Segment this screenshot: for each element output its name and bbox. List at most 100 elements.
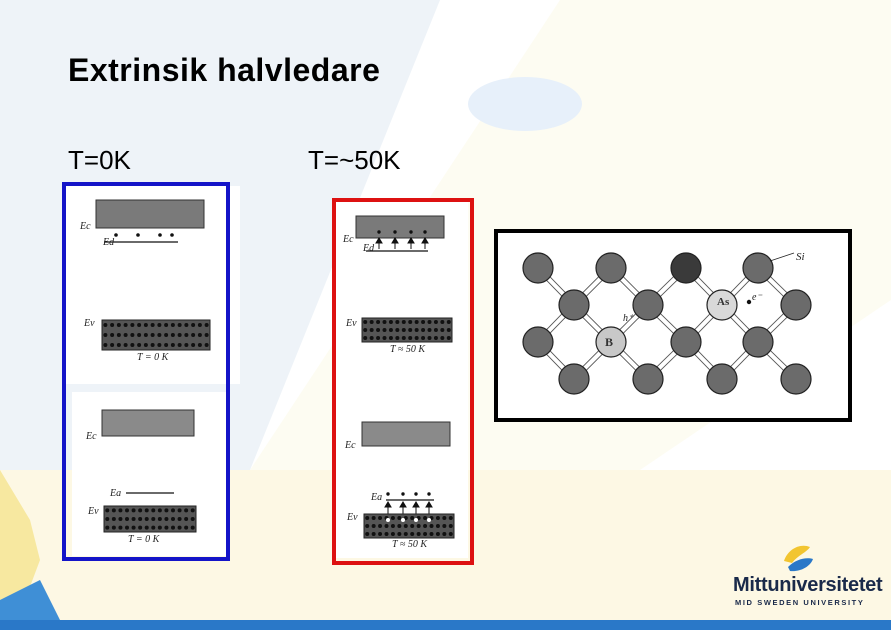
electron-dot (177, 525, 182, 530)
electron-dot (105, 525, 110, 530)
electron-dot (414, 492, 418, 496)
electron-dot (177, 508, 182, 513)
electron-dot (409, 230, 413, 234)
electron-dot (170, 233, 174, 237)
electron-dot (103, 343, 108, 347)
electron-dot (204, 343, 209, 347)
electron-dot (378, 532, 383, 536)
arrow-head (384, 501, 392, 508)
valence-electrons (105, 508, 195, 530)
electron-dot (197, 343, 202, 347)
si-atom (670, 326, 702, 358)
si-atom (558, 289, 590, 321)
electron-dot (158, 233, 162, 237)
electron-dot (403, 532, 408, 536)
electron-dot (390, 532, 395, 536)
ec-label: Ec (343, 234, 354, 245)
electron-dot (157, 343, 162, 347)
electron-dot (143, 343, 148, 347)
ev-label: Ev (346, 318, 357, 329)
electron-dot (363, 328, 368, 332)
electron-dot (125, 508, 129, 513)
electron-dot (157, 525, 162, 530)
electron-dot (376, 328, 381, 332)
arrow-head (399, 501, 407, 508)
electron-dot (116, 323, 121, 327)
electron-dot (171, 525, 175, 530)
hole-dot (386, 518, 390, 522)
electron-dot (118, 508, 123, 513)
si-atom (706, 363, 738, 395)
capture-arrows (384, 501, 433, 514)
ea-label: Ea (110, 488, 122, 499)
electron-dot (137, 323, 142, 327)
ed-label: Ed (363, 243, 375, 254)
electron-dot (435, 516, 440, 520)
electron-dot (103, 333, 108, 337)
electron-dot (130, 323, 135, 327)
conduction-band (361, 421, 451, 447)
electron-dot (150, 323, 155, 327)
electron-dot (401, 492, 405, 496)
university-name: Mittuniversitetet (733, 574, 883, 596)
right-band-diagram (355, 215, 455, 539)
electron-dot (435, 524, 440, 528)
electron-dot (440, 328, 445, 332)
as-donor-atom (706, 289, 738, 321)
electron-dot (421, 320, 426, 324)
electron-dot (137, 343, 142, 347)
electron-dot (184, 525, 189, 530)
electron-dot (423, 230, 427, 234)
electron-dot (376, 320, 381, 324)
electron-dot (171, 508, 175, 513)
electron-dot (446, 336, 451, 340)
electron-dot (414, 336, 419, 340)
electron-dot (403, 524, 408, 528)
electron-dot (110, 323, 115, 327)
electron-dot (116, 333, 121, 337)
electron-dot (386, 492, 390, 496)
electron-dot (384, 532, 389, 536)
electron-dot (191, 343, 196, 347)
electron-dot (138, 525, 143, 530)
electron-dot (363, 336, 368, 340)
electron-dot (123, 323, 128, 327)
si-atom (780, 363, 812, 395)
hole-label: h⁺ (623, 313, 634, 324)
electron-dot (111, 508, 116, 513)
electron-dot (421, 328, 426, 332)
si-atom (522, 252, 554, 284)
si-atom (522, 326, 554, 358)
electron-dot (151, 517, 156, 521)
electron-dot (204, 323, 209, 327)
electron-dot (429, 524, 434, 528)
electron-dot (423, 516, 428, 520)
crystal-lattice-diagram (522, 252, 812, 395)
ionization-arrows (375, 237, 429, 249)
electron-dot (384, 524, 389, 528)
si-atom (670, 252, 702, 284)
ed-label: Ed (103, 237, 115, 248)
left-panel-frame (62, 182, 230, 561)
electron-dot (190, 517, 195, 521)
electron-dot (105, 517, 110, 521)
electron-dot (378, 524, 383, 528)
electron-dot (388, 336, 393, 340)
si-atom (742, 326, 774, 358)
si-atom (558, 363, 590, 395)
si-label: Si (796, 251, 805, 263)
as-atom-label: As (717, 296, 730, 308)
electron-dot (401, 336, 406, 340)
ea-label: Ea (371, 492, 383, 503)
electron-dot (442, 524, 447, 528)
ec-label: Ec (345, 440, 356, 451)
electron-dot (365, 524, 370, 528)
electron-dot (382, 328, 387, 332)
electron-dot (118, 517, 123, 521)
electron-dot (125, 525, 129, 530)
electron-dot (204, 333, 209, 337)
electron-dot (410, 516, 415, 520)
electron-dot (157, 323, 162, 327)
electron-dot (151, 525, 156, 530)
electron-dot (164, 508, 169, 513)
